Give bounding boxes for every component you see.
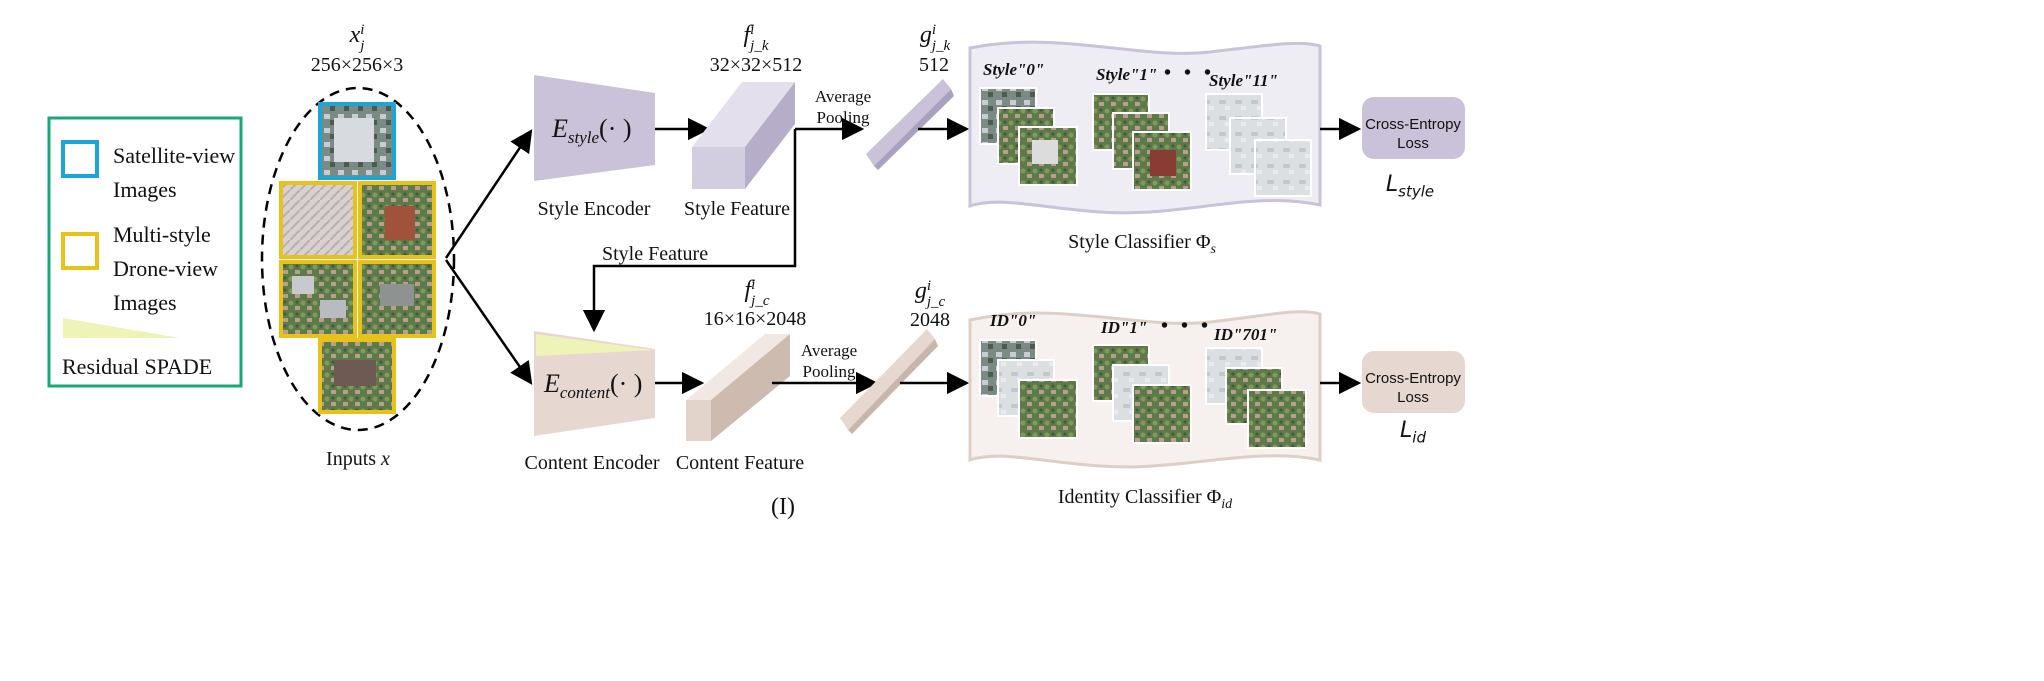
id-class-701-images [1205,347,1307,449]
style-encoder-label: Style Encoder [537,198,651,220]
style-classifier-label: Style Classifier Φs [1068,231,1216,257]
input-drone-image-4 [358,260,436,338]
legend-box [47,116,243,388]
content-encoder-label: Content Encoder [524,452,660,474]
id-class-701-label: ID"701" [1214,325,1278,344]
id-class-ellipsis: • • • [1161,315,1213,337]
style-class-11-label: Style"11" [1209,71,1278,90]
style-class-1-images [1092,93,1192,191]
content-feature-dims: 16×16×2048 [703,308,807,330]
legend-spade-swatch [63,318,180,338]
style-class-11-images [1205,93,1312,197]
input-dims: 256×256×3 [310,54,404,76]
id-class-1-images [1092,344,1192,444]
content-feature-block [686,334,790,441]
identity-classifier-label: Identity Classifier Φid [1057,486,1233,512]
content-encoder-shape [534,331,655,436]
id-class-1-label: ID"1" [1101,318,1148,337]
id-class-0-images [979,339,1078,439]
content-pooled-vector [840,329,938,434]
arrow-input-to-style-encoder [444,129,533,259]
figure-label: (I) [771,494,795,520]
inputs-caption: Inputs x [326,448,390,470]
legend-drone-swatch [61,232,99,270]
input-drone-image-3 [279,260,357,338]
id-loss-symbol: Lid [1400,418,1426,447]
legend-spade-label: Residual SPADE [62,354,213,379]
id-loss-box [1362,351,1465,413]
content-encoder-spade-strip [536,334,653,356]
legend-satellite-swatch [61,140,99,178]
content-encoder-symbol: Econtent(· ) [544,369,643,403]
arrow-input-to-content-encoder [444,259,533,385]
style-encoder-shape [534,75,655,181]
style-class-0-label: Style"0" [983,60,1045,79]
style-feature-label: Style Feature [683,198,791,220]
input-drone-image-5 [318,338,396,414]
style-pooled-dims: 512 [919,54,949,76]
style-loss-symbol: Lstyle [1385,172,1435,201]
inputs-ellipse [260,86,456,432]
input-drone-image-1 [279,181,357,259]
id-class-0-label: ID"0" [990,311,1037,330]
input-drone-image-2 [358,181,436,259]
style-pooling-label: Average Pooling [814,87,872,127]
content-pooled-dims: 2048 [910,309,950,331]
arrow-style-feature-to-content-encoder [582,129,797,333]
style-feature-dims: 32×32×512 [709,54,803,76]
style-feature-block [692,82,795,189]
content-pooling-label: Average Pooling [800,341,858,381]
style-loss-box [1362,97,1465,159]
style-encoder-symbol: Estyle(· ) [552,114,632,148]
content-feature-label: Content Feature [675,452,805,474]
legend-satellite-label: Satellite-view Images [113,143,236,202]
legend-drone-label: Multi-style Drone-view Images [113,222,219,315]
id-loss-label: Cross-Entropy Loss [1365,370,1461,406]
style-class-ellipsis: • • • [1164,62,1216,84]
style-class-0-images [979,87,1078,186]
style-feature-link-label: Style Feature [602,243,709,265]
style-loss-label: Cross-Entropy Loss [1365,116,1461,152]
input-satellite-image [318,102,396,180]
style-class-1-label: Style"1" [1096,65,1158,84]
style-pooled-vector [866,79,954,170]
